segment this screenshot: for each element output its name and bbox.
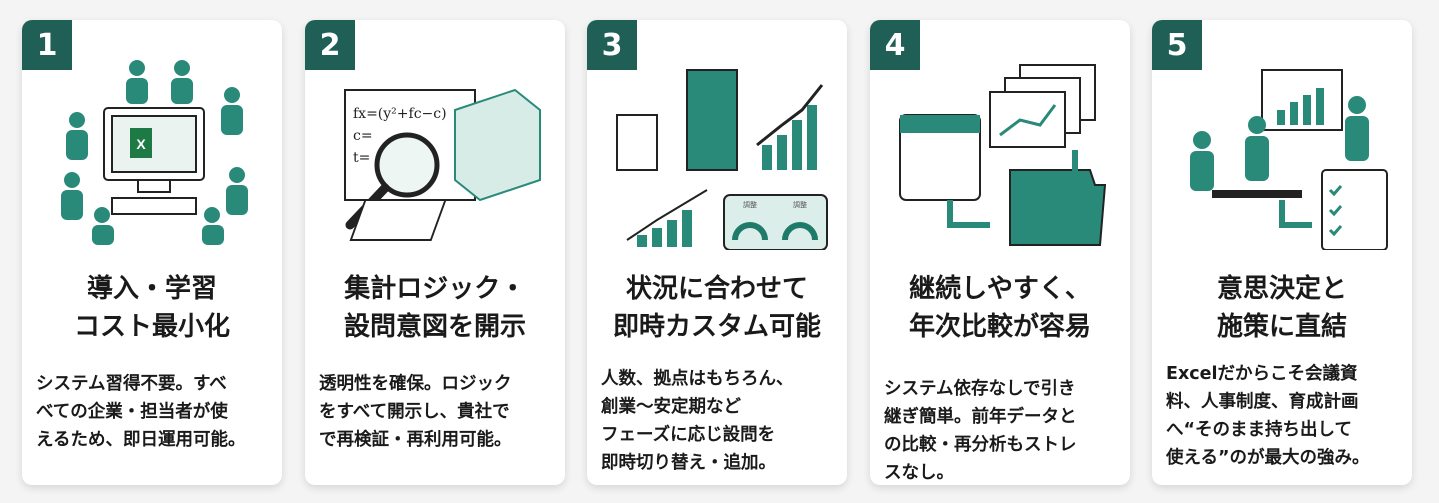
svg-text:X: X xyxy=(136,136,146,152)
card-3: 3 調整 調整 状況に合わせて 即時カスタム可能 人数、拠点はもちろん、 創業〜… xyxy=(587,20,847,485)
formula-text: fx=(y²+fc−c) xyxy=(353,106,447,122)
card-body: システム依存なしで引き 継ぎ簡単。前年データと の比較・再分析もストレ スなし。 xyxy=(884,379,1077,483)
svg-text:c=: c= xyxy=(353,128,373,144)
number-badge: 2 xyxy=(305,20,355,70)
card-title: 意思決定と 施策に直結 xyxy=(1216,274,1347,342)
card-2: 2 fx=(y²+fc−c) c= t= 集計ロジック・ 設問意図を開示 透明性… xyxy=(305,20,565,485)
meeting-presentation-checklist-icon xyxy=(1190,69,1388,250)
number-badge: 4 xyxy=(870,20,920,70)
team-with-excel-computer-icon: X xyxy=(61,60,248,245)
card-4: 4 継続しやすく、 年次比較が容易 システム依存なしで引き 継ぎ簡単。前年データ… xyxy=(870,20,1130,485)
card-title: 状況に合わせて 即時カスタム可能 xyxy=(612,274,821,342)
card-5: 5 意思決定と 施策に直結 Excelだからこそ会議資 料、人事制度、育成計画 … xyxy=(1152,20,1412,485)
card-body: 透明性を確保。ロジック をすべて開示し、貴社で で再検証・再利用可能。 xyxy=(319,374,512,450)
magnifier-formula-icon: fx=(y²+fc−c) c= t= xyxy=(344,88,541,241)
gauge-label: 調整 xyxy=(793,200,807,209)
gauge-label: 調整 xyxy=(743,200,757,209)
card-title: 継続しやすく、 年次比較が容易 xyxy=(908,274,1091,342)
calendar-reports-folder-icon xyxy=(899,64,1107,246)
card-title: 集計ロジック・ 設問意図を開示 xyxy=(343,274,526,342)
card-title: 導入・学習 コスト最小化 xyxy=(73,274,230,342)
number-badge: 5 xyxy=(1152,20,1202,70)
card-body: システム習得不要。すべ べての企業・担当者が使 えるため、即日運用可能。 xyxy=(36,374,246,450)
card-body: 人数、拠点はもちろん、 創業〜安定期など フェーズに応じ設問を 即時切り替え・追… xyxy=(601,369,794,473)
buildings-charts-gauges-icon: 調整 調整 xyxy=(616,69,828,250)
number-badge: 1 xyxy=(22,20,72,70)
number-badge: 3 xyxy=(587,20,637,70)
svg-text:t=: t= xyxy=(353,150,370,166)
card-body: Excelだからこそ会議資 料、人事制度、育成計画 へ“そのまま持ち出して 使え… xyxy=(1166,364,1370,468)
card-1: 1 X 導入・学習 コスト最小化 システム習得不要。すべ べての企業・担当者が使… xyxy=(22,20,282,485)
